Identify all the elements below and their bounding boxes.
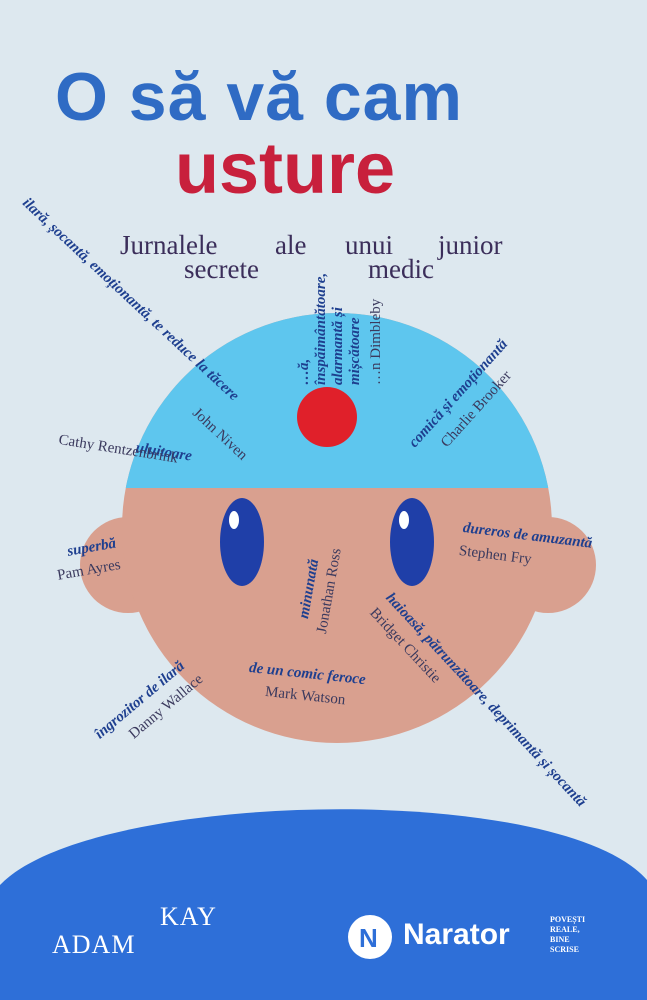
left-eye-glint [229, 511, 239, 529]
tagline-line: SCRISE [550, 945, 579, 954]
right-eye [390, 498, 434, 586]
quote-author: …n Dimbleby [368, 298, 384, 385]
subtitle-word: medic [368, 254, 434, 284]
subtitle-word: junior [438, 230, 503, 260]
author-last-name: KAY [160, 902, 217, 931]
subtitle-word: Jurnalele [120, 230, 218, 260]
left-eye [220, 498, 264, 586]
narator-logo-icon [348, 915, 392, 959]
tagline-line: REALE, [550, 925, 580, 934]
tagline-line: POVEȘTI [550, 915, 586, 924]
author-first-name: ADAM [52, 930, 136, 959]
right-eye-glint [399, 511, 409, 529]
narator-logo-letter: N [359, 923, 378, 953]
body-shape [0, 809, 647, 1000]
subtitle-word: secrete [184, 254, 259, 284]
title-line-2: usture [175, 129, 396, 209]
subtitle-word: ale [275, 230, 307, 260]
subtitle-word: unui [345, 230, 394, 260]
tagline-line: BINE [550, 935, 570, 944]
title-line-1: O să vă cam [55, 59, 463, 135]
red-dot [297, 387, 357, 447]
publisher-tagline: POVEȘTI REALE, BINE SCRISE [550, 915, 585, 955]
publisher-name: Narator [403, 918, 510, 951]
quote-text: …ă, înspăimântătoare, alarmantă și mișcă… [296, 272, 363, 385]
